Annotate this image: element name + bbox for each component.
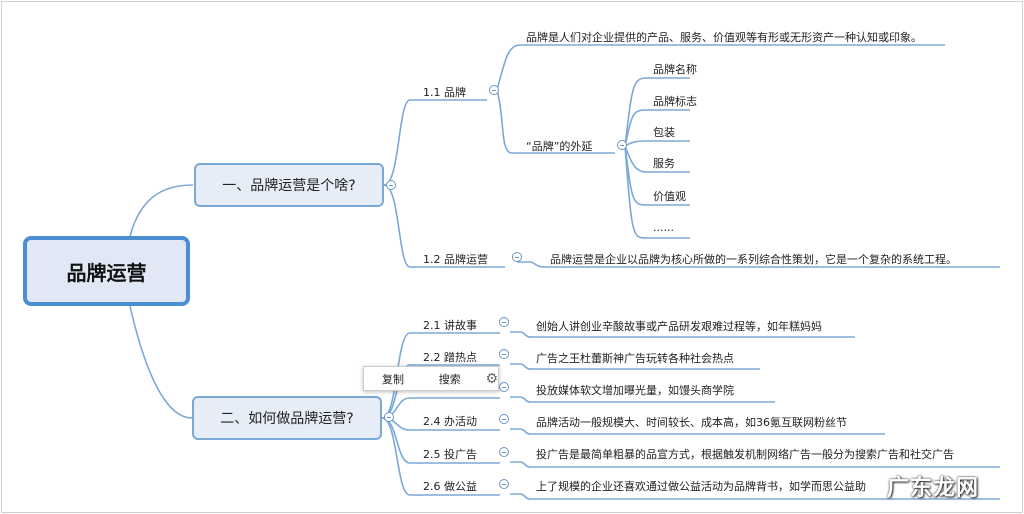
collapse-toggle-icon[interactable] [617,140,627,150]
method-label[interactable]: 2.5 投广告 [423,448,477,461]
watermark: 广东龙网 [887,476,980,501]
collapse-toggle-icon[interactable] [384,412,394,422]
root-node[interactable]: 品牌运营 [23,236,190,306]
method-label[interactable]: 2.4 办活动 [423,415,477,428]
method-text[interactable]: 投广告是最简单粗暴的品宣方式，根据触发机制网络广告一般分为搜索广告和社交广告 [536,448,954,461]
method-text[interactable]: 品牌活动一般规模大、时间较长、成本高，如36氪互联网粉丝节 [536,416,847,429]
search-button[interactable]: 搜索 [438,372,461,386]
brand-definition[interactable]: 品牌是人们对企业提供的产品、服务、价值观等有形或无形资产一种认知或印象。 [526,31,922,44]
collapse-toggle-icon[interactable] [499,382,509,392]
extension-item[interactable]: 品牌名称 [653,63,697,76]
copy-button[interactable]: 复制 [382,372,404,386]
method-text[interactable]: 创始人讲创业辛酸故事或产品研发艰难过程等，如年糕妈妈 [536,320,822,333]
method-text[interactable]: 广告之王杜蕾斯神广告玩转各种社会热点 [536,352,734,365]
node-1-1-brand[interactable]: 1.1 品牌 [423,86,466,99]
extension-item[interactable]: 价值观 [653,190,686,203]
method-text[interactable]: 投放媒体软文增加曝光量，如馒头商学院 [536,384,734,397]
extension-item[interactable]: ...... [653,221,674,234]
extension-item[interactable]: 服务 [653,157,675,170]
collapse-toggle-icon[interactable] [499,414,509,424]
node-brand-extension[interactable]: “品牌”的外延 [526,140,593,153]
collapse-toggle-icon[interactable] [512,252,522,262]
collapse-toggle-icon[interactable] [499,349,509,359]
method-label[interactable]: 2.1 讲故事 [423,319,477,332]
extension-item[interactable]: 包装 [653,126,675,139]
gear-icon[interactable]: ⚙ [485,370,498,387]
method-label[interactable]: 2.2 蹭热点 [423,351,477,364]
collapse-toggle-icon[interactable] [499,479,509,489]
method-label[interactable]: 2.6 做公益 [423,480,477,493]
collapse-toggle-icon[interactable] [489,85,499,95]
extension-item[interactable]: 品牌标志 [653,95,697,108]
operation-definition[interactable]: 品牌运营是企业以品牌为核心所做的一系列综合性策划，它是一个复杂的系统工程。 [550,253,957,266]
collapse-toggle-icon[interactable] [499,447,509,457]
node-1-2-brand-operation[interactable]: 1.2 品牌运营 [423,253,488,266]
collapse-toggle-icon[interactable] [499,317,509,327]
collapse-toggle-icon[interactable] [386,180,396,190]
branch-node-how-to[interactable]: 二、如何做品牌运营? [192,396,382,440]
branch-node-what-is[interactable]: 一、品牌运营是个啥? [194,163,384,207]
method-text[interactable]: 上了规模的企业还喜欢通过做公益活动为品牌背书，如学而思公益助 [536,480,866,493]
context-popup: 复制 搜索 ⚙ [363,366,499,391]
